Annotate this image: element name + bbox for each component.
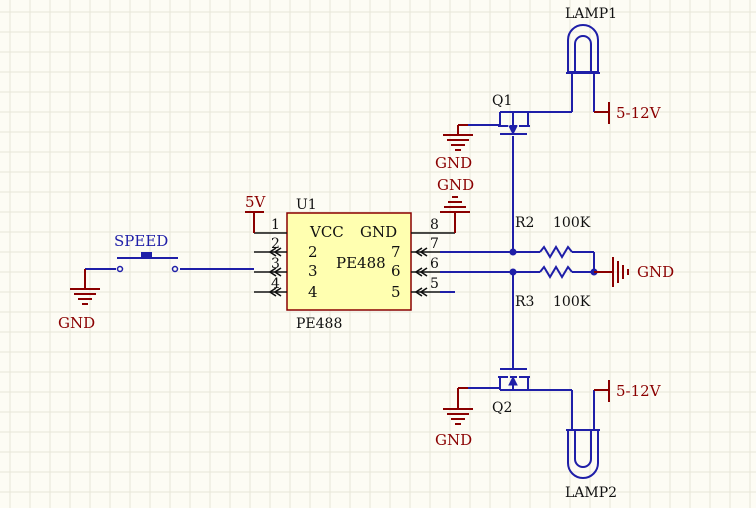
u1-inner-pin-5: 5 — [391, 283, 401, 301]
u1-pin-5: 5 — [430, 276, 439, 292]
u1-pin-1: 1 — [271, 217, 280, 233]
u1-left-pins — [254, 232, 287, 297]
u1-inner-pin-2: 2 — [308, 243, 318, 261]
power-5-12v-top[interactable]: 5-12V — [608, 102, 662, 124]
u1-body — [286, 212, 412, 311]
q2-designator: Q2 — [492, 400, 512, 416]
u1-pin-4: 4 — [271, 276, 280, 292]
gnd-switch-label: GND — [58, 314, 95, 332]
u1-pin-2: 2 — [271, 236, 280, 252]
gnd-q2[interactable]: GND — [435, 387, 473, 449]
u1-part-name: PE488 — [296, 316, 342, 332]
u1-gnd-label: GND — [360, 223, 397, 241]
u1-inner-pin-3: 3 — [308, 262, 318, 280]
u1-inner-pin-6: 6 — [391, 262, 401, 280]
power-5-12v-bottom[interactable]: 5-12V — [608, 380, 662, 402]
u1-pin-8: 8 — [430, 217, 439, 233]
gnd-q2-label: GND — [435, 431, 472, 449]
power-5-12v-top-label: 5-12V — [616, 104, 662, 122]
u1-vcc-label: VCC — [309, 223, 344, 241]
u1-chip-label: PE488 — [336, 254, 386, 272]
mosfet-q1[interactable]: Q1 — [468, 93, 572, 136]
speed-switch-label: SPEED — [114, 232, 168, 250]
gnd-resistors[interactable]: GND — [594, 257, 674, 287]
mosfet-q2[interactable]: Q2 — [468, 368, 572, 416]
gnd-q1-label: GND — [435, 154, 472, 172]
u1-pin-3: 3 — [271, 256, 280, 272]
r2-value: 100K — [553, 215, 591, 231]
r3-designator: R3 — [515, 294, 534, 310]
q1-designator: Q1 — [492, 93, 512, 109]
u1-inner-pin-4: 4 — [308, 283, 318, 301]
speed-switch[interactable]: SPEED — [85, 232, 254, 273]
gnd-u1-pin8[interactable]: GND — [437, 176, 474, 233]
resistor-r3[interactable]: R3 100K — [515, 265, 594, 310]
gnd-switch[interactable]: GND — [58, 269, 100, 332]
lamp2[interactable]: LAMP2 — [565, 389, 617, 501]
power-5v[interactable]: 5V — [245, 193, 267, 233]
u1-chip[interactable]: U1 PE488 VCC GND PE488 2 3 4 7 6 5 — [254, 197, 455, 332]
u1-designator: U1 — [296, 197, 317, 213]
junction-r2 — [509, 248, 517, 256]
power-5v-label: 5V — [245, 193, 267, 211]
lamp2-designator: LAMP2 — [565, 485, 617, 501]
r3-value: 100K — [553, 294, 591, 310]
power-5-12v-bottom-label: 5-12V — [616, 382, 662, 400]
r2-designator: R2 — [515, 215, 534, 231]
u1-pin-6: 6 — [430, 256, 439, 272]
speed-switch-cap — [141, 252, 152, 258]
lamp1[interactable]: LAMP1 — [565, 6, 617, 113]
gnd-resistors-label: GND — [637, 263, 674, 281]
resistor-r2[interactable]: R2 100K — [515, 215, 594, 259]
u1-inner-pin-7: 7 — [391, 243, 401, 261]
gnd-q1[interactable]: GND — [435, 124, 473, 172]
junction-r3 — [509, 268, 517, 276]
gnd-label: GND — [437, 176, 474, 194]
u1-pin-7: 7 — [430, 236, 439, 252]
lamp1-designator: LAMP1 — [565, 6, 617, 22]
